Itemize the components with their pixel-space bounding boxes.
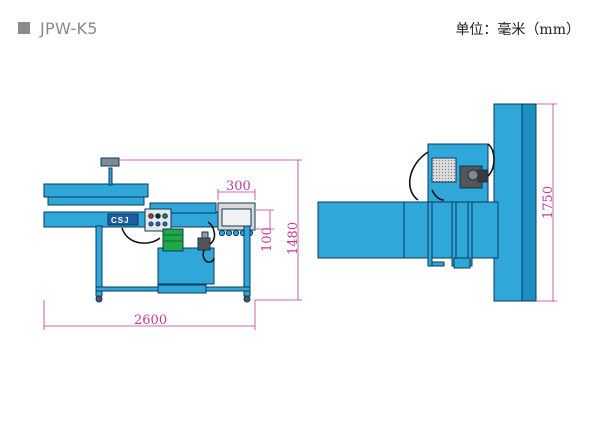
control-button-icon <box>162 221 168 227</box>
side-gauge-icon <box>467 169 479 181</box>
front-dimensions <box>43 159 302 330</box>
side-frame-post <box>427 201 433 267</box>
motor <box>162 228 184 252</box>
dimension-platform-length: 300 <box>226 179 251 194</box>
control-button-icon <box>155 213 161 219</box>
dimension-platform-height: 100 <box>260 227 275 252</box>
model-marker-icon <box>18 22 30 34</box>
brand-label: CSJ <box>111 216 130 225</box>
side-dimensions <box>536 103 557 302</box>
side-beam-front <box>317 201 405 259</box>
dimension-overall-height: 1480 <box>286 222 301 255</box>
model-name: JPW-K5 <box>40 19 98 38</box>
side-hose <box>409 151 429 201</box>
caster-wheel-icon <box>95 295 103 303</box>
hydraulic-hose <box>121 227 161 244</box>
upper-platen-lip <box>47 196 145 206</box>
side-frame-post <box>451 201 457 267</box>
front-view <box>43 157 256 303</box>
hydraulic-hose <box>207 221 216 245</box>
outfeed-box-inner <box>221 208 252 227</box>
control-button-icon <box>162 213 168 219</box>
side-step <box>453 257 471 269</box>
brand-plate <box>107 213 139 226</box>
indicator-pole <box>108 167 113 186</box>
valve-block <box>197 237 211 251</box>
control-box <box>144 208 172 232</box>
upper-platen <box>43 183 149 198</box>
unit-label: 单位：毫米（mm） <box>455 22 580 38</box>
lower-tray <box>157 284 207 294</box>
control-button-icon <box>148 213 154 219</box>
side-frame-post <box>467 201 473 267</box>
cooler-grill <box>431 157 457 183</box>
control-button-icon <box>148 221 154 227</box>
side-base-plate <box>431 261 445 267</box>
side-column-shade <box>521 103 537 302</box>
display-box-icon <box>100 157 120 167</box>
side-hose <box>487 143 495 177</box>
table-top-plate <box>149 202 217 214</box>
hydraulic-tank <box>157 247 215 285</box>
front-right-leg <box>243 225 251 297</box>
front-left-leg <box>95 225 103 297</box>
side-valve <box>477 169 489 183</box>
caster-wheel-icon <box>243 295 251 303</box>
control-button-icon <box>155 221 161 227</box>
side-hose <box>431 189 445 201</box>
dimension-side-height: 1750 <box>541 186 556 219</box>
dimension-overall-length: 2600 <box>134 313 167 328</box>
pressure-gauge-icon <box>201 231 209 239</box>
hydraulic-hose <box>202 249 215 263</box>
side-view <box>317 103 537 302</box>
